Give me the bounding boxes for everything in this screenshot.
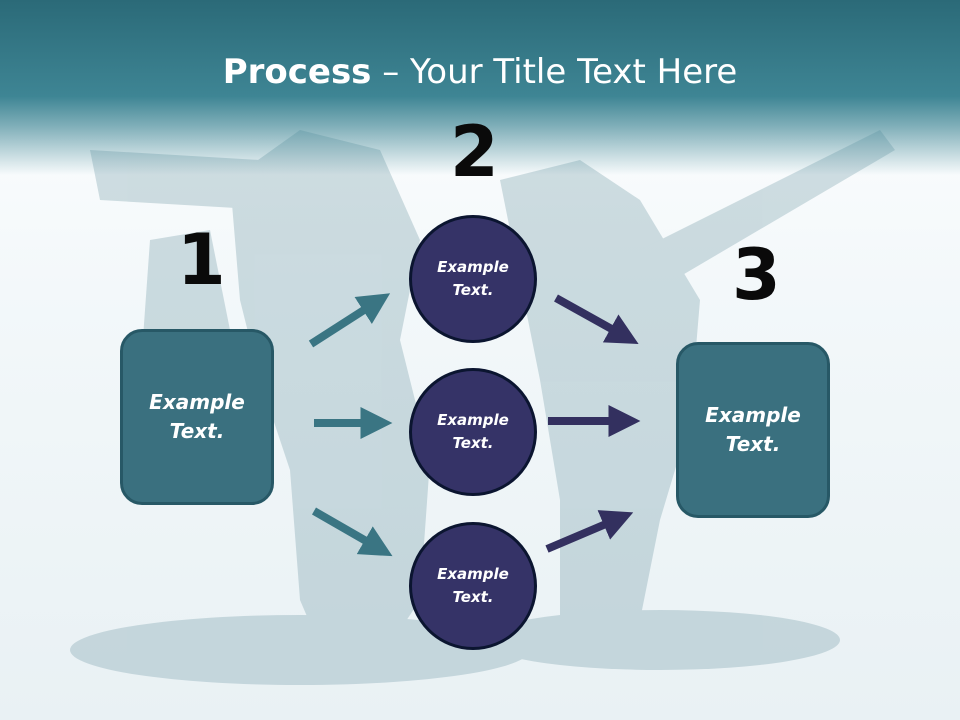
arrow-left-to-top	[308, 293, 391, 348]
arrow-left-to-bottom	[312, 507, 393, 557]
process-circle-middle-label: Example Text.	[437, 411, 509, 452]
header-band	[0, 0, 960, 175]
process-circle-top-label: Example Text.	[437, 258, 509, 299]
step-number-3: 3	[732, 234, 781, 316]
process-circle-middle[interactable]: Example Text.	[409, 368, 537, 496]
process-circle-top[interactable]: Example Text.	[409, 215, 537, 343]
output-box[interactable]: Example Text.	[676, 342, 830, 518]
process-circle-bottom[interactable]: Example Text.	[409, 522, 537, 650]
arrow-bottom-to-right	[545, 510, 634, 553]
process-circle-bottom-label: Example Text.	[437, 565, 509, 606]
step-number-1: 1	[177, 219, 226, 301]
title-rest: – Your Title Text Here	[371, 52, 738, 92]
step-number-2: 2	[450, 111, 499, 193]
input-box[interactable]: Example Text.	[120, 329, 274, 505]
title-bold: Process	[222, 52, 372, 92]
arrow-top-to-right	[554, 294, 639, 345]
input-box-label: Example Text.	[149, 390, 245, 443]
slide-title: Process – Your Title Text Here	[0, 52, 960, 92]
output-box-label: Example Text.	[705, 403, 801, 456]
